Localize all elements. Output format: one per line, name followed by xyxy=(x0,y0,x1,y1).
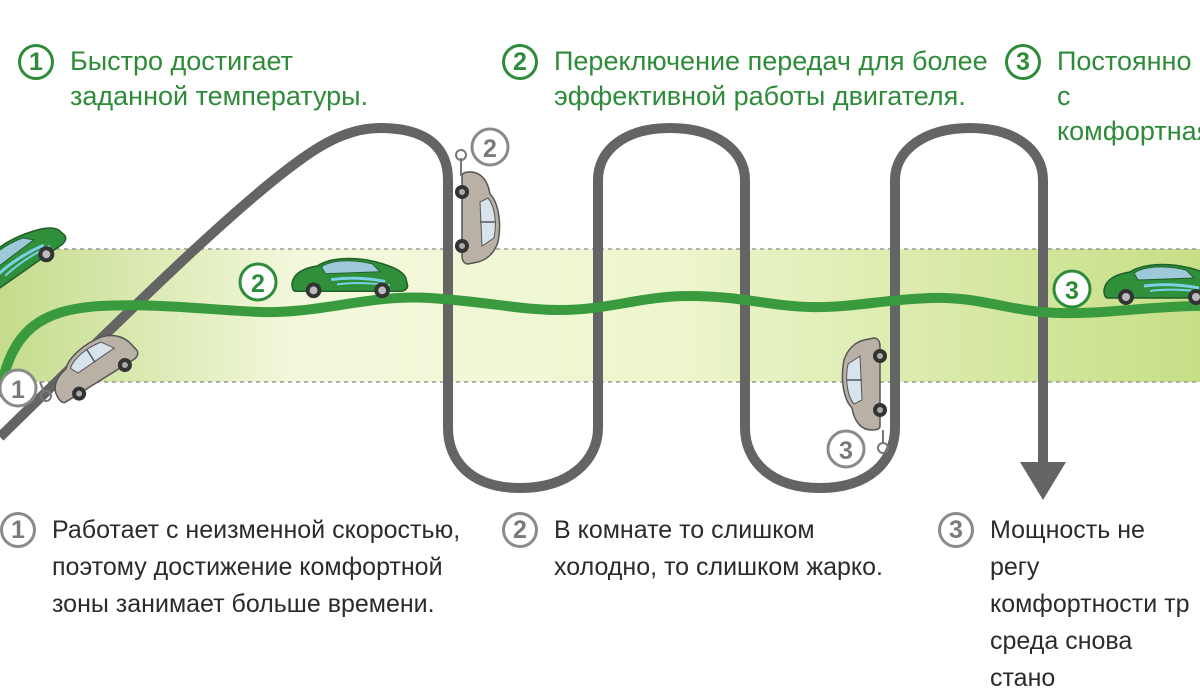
exhaust-icon xyxy=(455,149,467,176)
bottom-note-2: 2 В комнате то слишком холодно, то слишк… xyxy=(502,512,883,586)
top-note-3: 3 Постоянно с комфортная xyxy=(1005,44,1200,149)
inverter-diagram: 2 3 1 2 3 xyxy=(0,123,1200,500)
grey-car-icon xyxy=(454,171,501,265)
number-badge: 2 xyxy=(502,44,538,80)
top-note-2: 2 Переключение передач для более эффекти… xyxy=(502,44,988,114)
grey-temperature-path xyxy=(0,123,1048,493)
top-note-text: Постоянно с комфортная xyxy=(1057,46,1200,146)
grey-path-badge-1: 1 xyxy=(0,368,38,408)
green-path-badge-3: 3 xyxy=(1052,269,1092,309)
top-note-text: Переключение передач для более эффективн… xyxy=(554,46,988,111)
down-arrow-icon xyxy=(1020,462,1066,500)
svg-text:3: 3 xyxy=(839,437,853,465)
number-badge: 3 xyxy=(938,512,974,548)
svg-text:2: 2 xyxy=(483,135,497,163)
grey-path-badge-2: 2 xyxy=(470,127,510,167)
top-note-1: 1 Быстро достигает заданной температуры. xyxy=(18,44,368,114)
number-badge: 1 xyxy=(0,512,36,548)
svg-text:3: 3 xyxy=(1065,277,1079,305)
bottom-note-3: 3 Мощность не регу комфортности тр среда… xyxy=(938,512,1200,697)
number-badge: 3 xyxy=(1005,44,1041,80)
exhaust-icon xyxy=(877,430,889,454)
grey-car-icon xyxy=(841,337,888,431)
grey-path-badge-3: 3 xyxy=(826,429,866,469)
number-badge: 1 xyxy=(18,44,54,80)
top-note-text: Быстро достигает заданной температуры. xyxy=(70,46,369,111)
green-temperature-path xyxy=(0,290,1200,397)
green-path-badge-2: 2 xyxy=(238,262,278,302)
bottom-note-text: Мощность не регу комфортности тр среда с… xyxy=(990,516,1190,692)
bottom-note-text: Работает с неизменной скоростью, поэтому… xyxy=(52,516,461,618)
bottom-note-1: 1 Работает с неизменной скоростью, поэто… xyxy=(0,512,460,623)
svg-text:1: 1 xyxy=(11,376,25,404)
exhaust-icon xyxy=(39,381,52,402)
number-badge: 2 xyxy=(502,512,538,548)
svg-text:2: 2 xyxy=(251,270,265,298)
bottom-note-text: В комнате то слишком холодно, то слишком… xyxy=(554,516,883,581)
